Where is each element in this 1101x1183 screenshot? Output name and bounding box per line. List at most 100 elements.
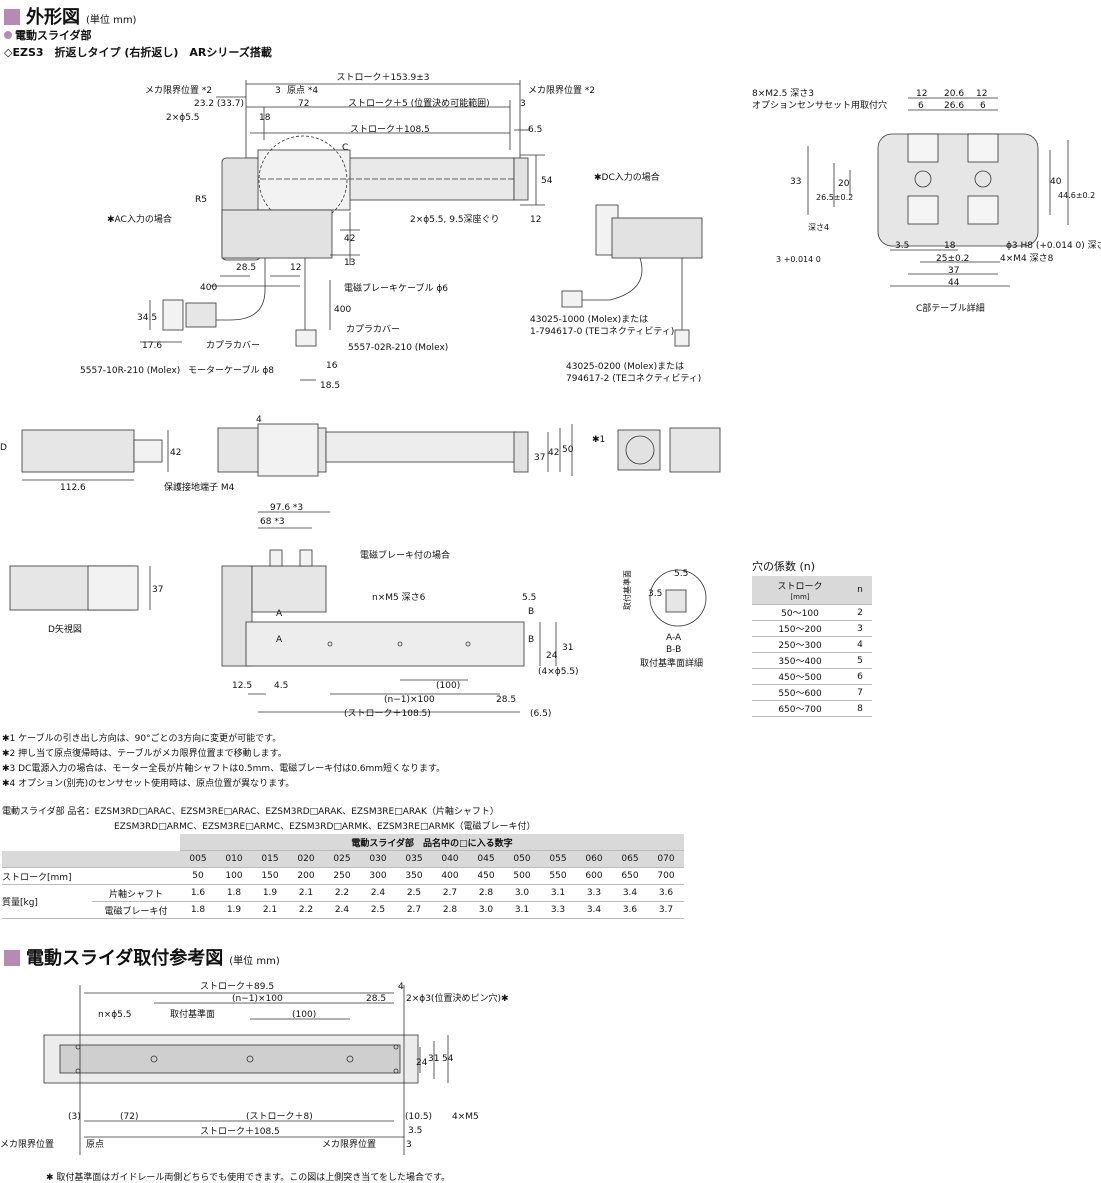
c-detail-title: C部テーブル詳細 [916, 302, 985, 314]
spec-codes-cell: 015 [252, 850, 288, 868]
c-dim-h8: ϕ3 H8 (+0.014 0) 深さ4 [1006, 240, 1101, 251]
dim-6-5-b: (6.5) [530, 709, 551, 719]
label-brake-case: 電磁ブレーキ付の場合 [360, 549, 450, 561]
dim-n100: (n−1)×100 [384, 695, 435, 705]
hole-n-cell: 6 [848, 668, 872, 685]
mount-dim-stroke-8: (ストローク＋8) [246, 1111, 313, 1122]
hole-n-cell: 2 [848, 604, 872, 621]
hole-stroke-cell: 350～400 [752, 652, 848, 669]
label-connector-2: 5557-10R-210 (Molex) [80, 366, 180, 376]
hole-stroke-cell: 50～100 [752, 604, 848, 621]
hole-col-n: n [848, 576, 872, 605]
dim-400-b: 400 [334, 305, 351, 315]
dim-17-6: 17.6 [142, 341, 162, 351]
dim-54: 54 [541, 176, 553, 186]
note-1: ✱1 ケーブルの引き出し方向は、90°ごとの3方向に変更が可能です。 [2, 734, 282, 744]
spec-strokes-cell: 100 [216, 867, 252, 885]
dim-37-b: 37 [152, 585, 163, 595]
mount-label-n55: n×ϕ5.5 [98, 1010, 132, 1020]
label-brake-cable: 電磁ブレーキケーブル ϕ6 [344, 282, 448, 294]
spec-stroke-label: ストローク[mm] [2, 867, 180, 885]
spec-single-cell: 3.6 [648, 884, 684, 902]
spec-strokes-cell: 400 [432, 867, 468, 885]
c-dim-33: 33 [790, 177, 801, 187]
mount-mecha-right: メカ限界位置 [322, 1138, 376, 1150]
c-dim-40: 40 [1050, 177, 1062, 187]
c-dim-20: 20 [838, 179, 850, 189]
label-dc-connector-2b: 794617-2 (TEコネクティビティ) [566, 373, 701, 384]
spec-brake-cell: 2.1 [252, 901, 288, 919]
spec-single-label: 片軸シャフト [92, 884, 180, 902]
spec-codes-cell: 020 [288, 850, 324, 868]
dim-4: 4 [256, 415, 262, 425]
mount-dim-72: (72) [120, 1112, 138, 1122]
spec-codes-cell: 035 [396, 850, 432, 868]
c-dim-18: 18 [944, 241, 956, 251]
spec-header: 電動スライダ部 品名中の□に入る数字 [180, 834, 684, 851]
spec-single-cell: 2.8 [468, 884, 504, 902]
label-m5-holes: n×M5 深さ6 [372, 592, 426, 603]
c-dim-12-b: 12 [976, 89, 987, 99]
c-dim-26-6: 26.6 [944, 101, 964, 111]
mount-stroke-108-5: ストローク＋108.5 [200, 1126, 280, 1137]
label-coupler-1: カプラカバー [206, 340, 260, 351]
label-dc-connector-1b: 1-794617-0 (TEコネクティビティ) [530, 326, 674, 337]
spec-brake-cell: 2.8 [432, 901, 468, 919]
mount-dim-10-5: (10.5) [405, 1112, 432, 1122]
spec-single-cell: 2.2 [324, 884, 360, 902]
spec-single-cell: 2.7 [432, 884, 468, 902]
mount-dim-100: (100) [292, 1010, 316, 1020]
label-a-down: A [276, 635, 283, 645]
spec-single-cell: 1.6 [180, 884, 216, 902]
dim-stroke-5: ストローク＋5 (位置決め可能範囲) [348, 97, 490, 109]
spec-strokes-cell: 700 [648, 867, 684, 885]
dim-16: 16 [326, 361, 338, 371]
spec-strokes-cell: 450 [468, 867, 504, 885]
dim-24: 24 [546, 651, 558, 661]
spec-brake-cell: 2.4 [324, 901, 360, 919]
spec-codes-cell: 045 [468, 850, 504, 868]
section-title: 外形図 [26, 7, 80, 28]
hole-stroke-cell: 150～200 [752, 620, 848, 637]
label-ground-terminal: 保護接地端子 M4 [164, 481, 235, 493]
dim-stroke-108-5-b: (ストローク＋108.5) [344, 708, 431, 719]
spec-mass-label: 質量[kg] [2, 884, 92, 919]
hole-table-title: 穴の係数 (n) [752, 560, 816, 573]
label-a-a: A-A [666, 633, 682, 643]
dim-34-5: 34.5 [137, 313, 157, 323]
spec-codes-cell: 005 [180, 850, 216, 868]
spec-brake-cell: 3.3 [540, 901, 576, 919]
subsection-type: ◇EZS3 折返しタイプ (右折返し) ARシリーズ搭載 [4, 46, 272, 59]
dim-3-left: 3 [275, 86, 281, 96]
spec-strokes-cell: 250 [324, 867, 360, 885]
hole-n-cell: 5 [848, 652, 872, 669]
spec-brake-cell: 3.6 [612, 901, 648, 919]
dim-18: 18 [259, 113, 271, 123]
mount-dim-3-5: 3.5 [408, 1126, 422, 1136]
spec-codes-cell: 050 [504, 850, 540, 868]
spec-strokes-cell: 550 [540, 867, 576, 885]
outline-drawing: ストローク＋153.9±3 メカ限界位置 *2 メカ限界位置 *2 原点 *4 … [0, 72, 1101, 719]
spec-brake-cell: 1.9 [216, 901, 252, 919]
spec-brake-cell: 3.0 [468, 901, 504, 919]
label-ac-case: ✱AC入力の場合 [107, 213, 172, 225]
spec-codes-cell: 040 [432, 850, 468, 868]
hole-n-cell: 8 [848, 700, 872, 717]
spec-strokes-cell: 500 [504, 867, 540, 885]
dim-72: 72 [298, 99, 309, 109]
dim-3-5: 3.5 [648, 589, 662, 599]
hole-n-cell: 4 [848, 636, 872, 653]
c-dim-26-5: 26.5±0.2 [816, 193, 853, 202]
hole-n-cell: 7 [848, 684, 872, 701]
hole-stroke-cell: 650～700 [752, 700, 848, 717]
c-dim-37: 37 [948, 266, 959, 276]
dim-r5: R5 [195, 195, 207, 205]
dim-28-5: 28.5 [236, 263, 256, 273]
spec-strokes-cell: 650 [612, 867, 648, 885]
c-dim-m4: 4×M4 深さ8 [1000, 253, 1054, 264]
